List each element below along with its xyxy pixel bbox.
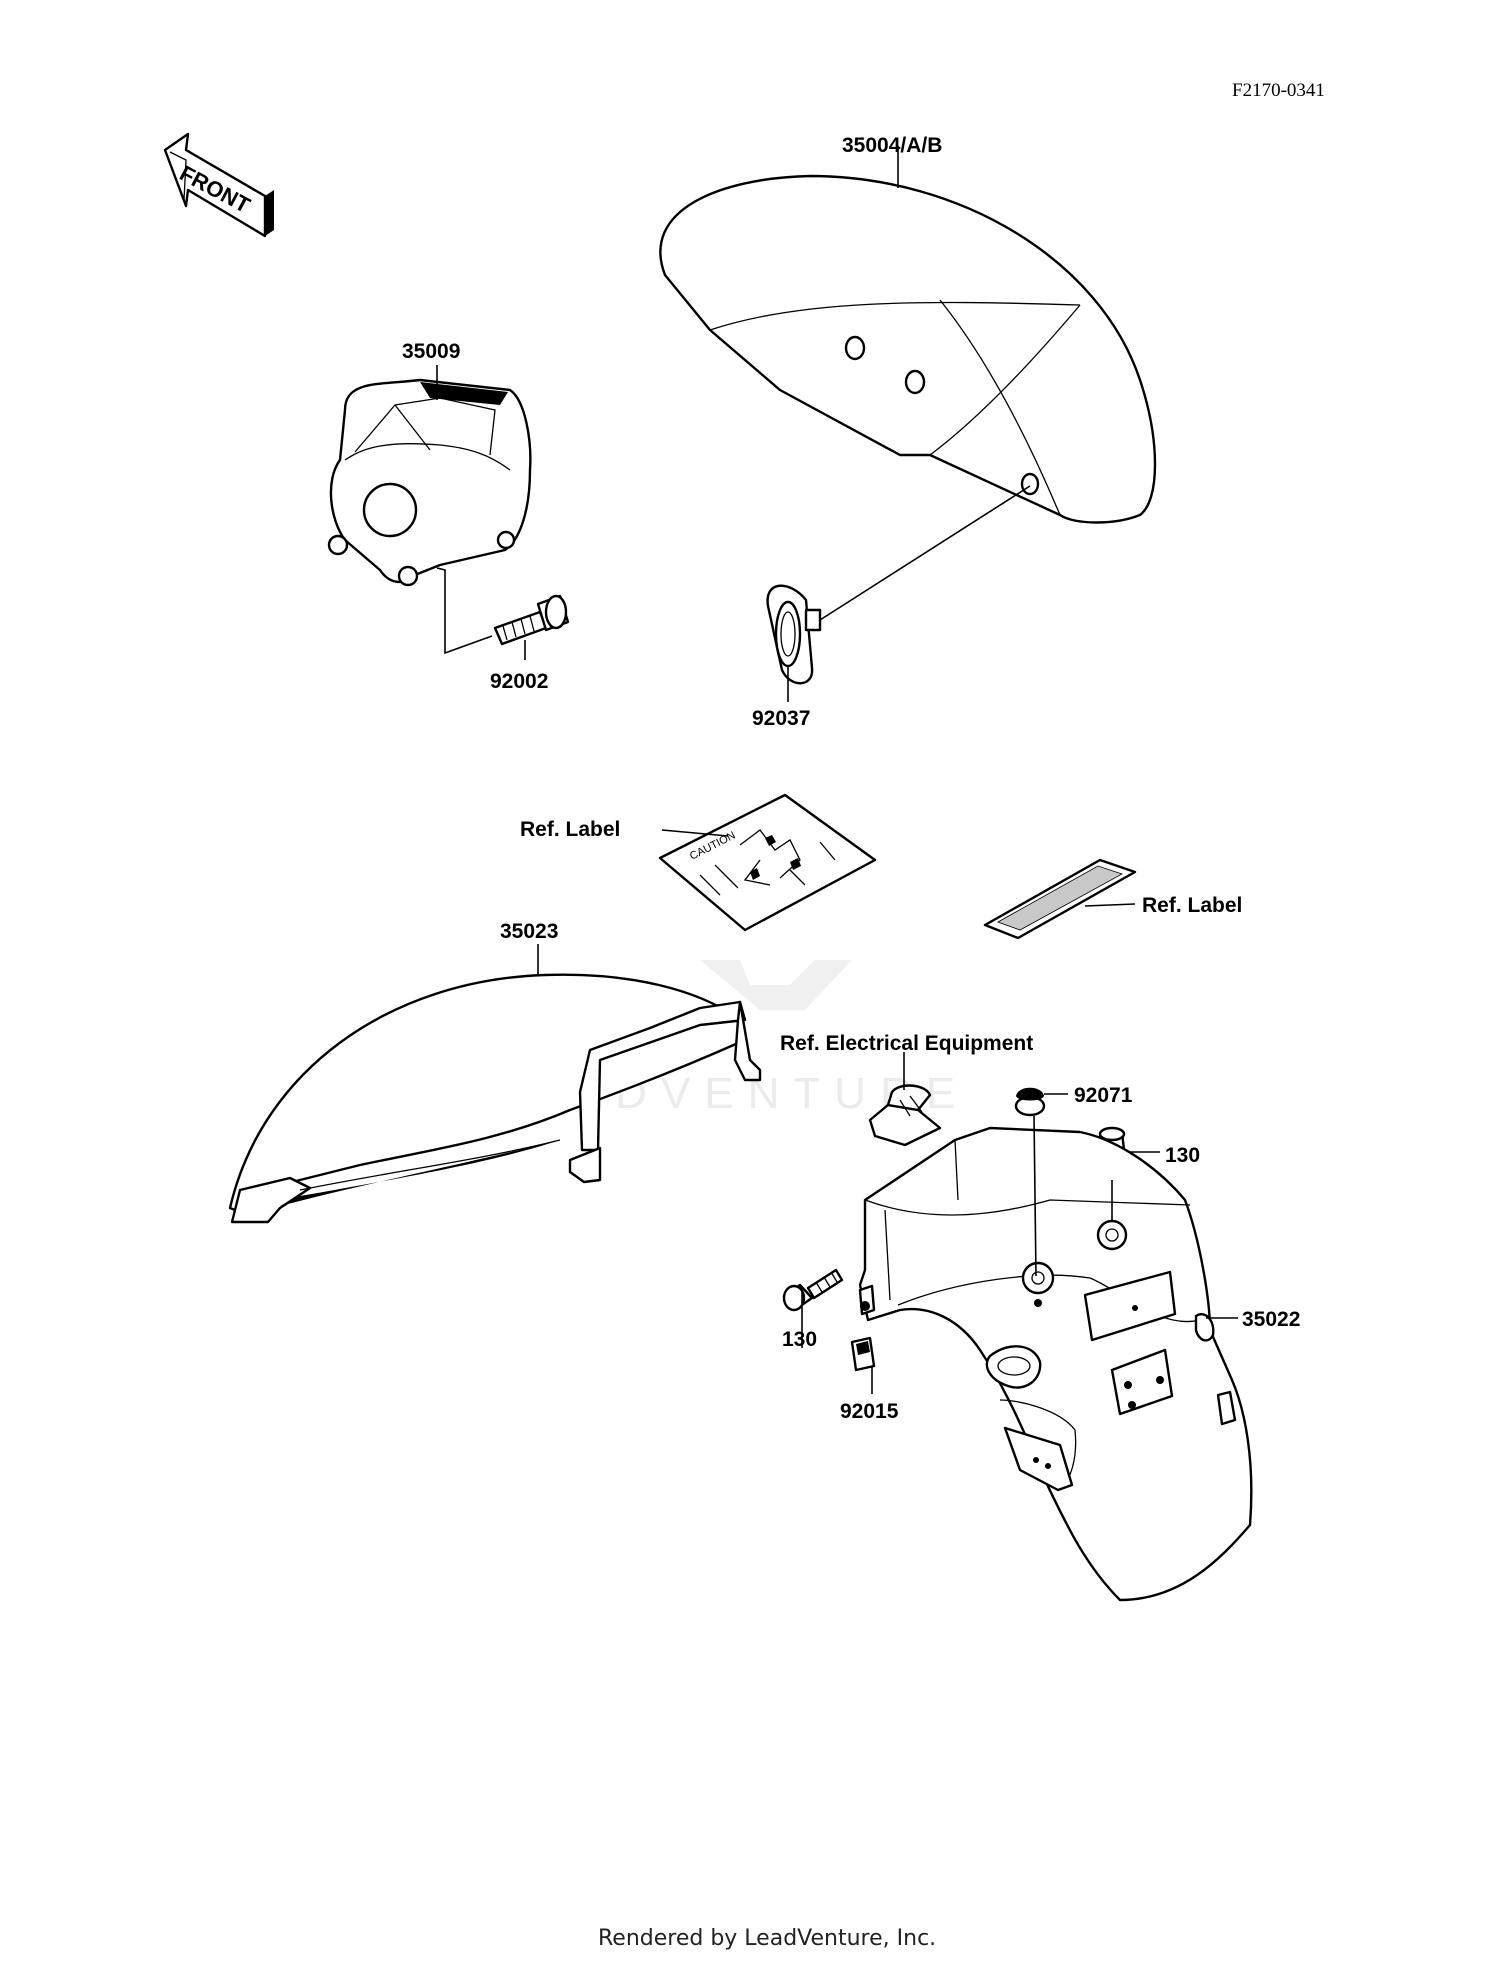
damper-92071 [1014, 1087, 1046, 1117]
callout-35022: 35022 [1242, 1308, 1300, 1331]
caution-label: CAUTION [658, 793, 877, 932]
callout-130-top: 130 [1165, 1144, 1200, 1167]
grommet-92037 [766, 584, 822, 685]
callout-ref-label-caution: Ref. Label [520, 818, 620, 841]
callout-92037: 92037 [752, 707, 810, 730]
electrical-connector [868, 1084, 942, 1147]
strip-label [983, 858, 1137, 940]
rear-fender-front-35023 [228, 973, 762, 1224]
callout-ref-electrical: Ref. Electrical Equipment [780, 1032, 1033, 1055]
nut-92015 [850, 1336, 876, 1372]
callout-35009: 35009 [402, 340, 460, 363]
callout-92002: 92002 [490, 670, 548, 693]
diagram-id: F2170-0341 [1232, 80, 1325, 101]
callout-130-left: 130 [782, 1328, 817, 1351]
rear-fender-rear-35022 [858, 1126, 1253, 1602]
bolt-130-left [782, 1268, 844, 1312]
front-fender [659, 174, 1157, 524]
fender-bracket-35009 [327, 378, 532, 587]
bolt-92002 [493, 594, 570, 646]
front-direction-arrow-icon: FRONT [163, 132, 274, 238]
callout-35004: 35004/A/B [842, 134, 942, 157]
footer-credit: Rendered by LeadVenture, Inc. [598, 1926, 936, 1951]
callout-92071: 92071 [1074, 1084, 1133, 1107]
callout-ref-label-strip: Ref. Label [1142, 894, 1242, 917]
callout-92015: 92015 [840, 1400, 899, 1423]
callout-35023: 35023 [500, 920, 558, 943]
